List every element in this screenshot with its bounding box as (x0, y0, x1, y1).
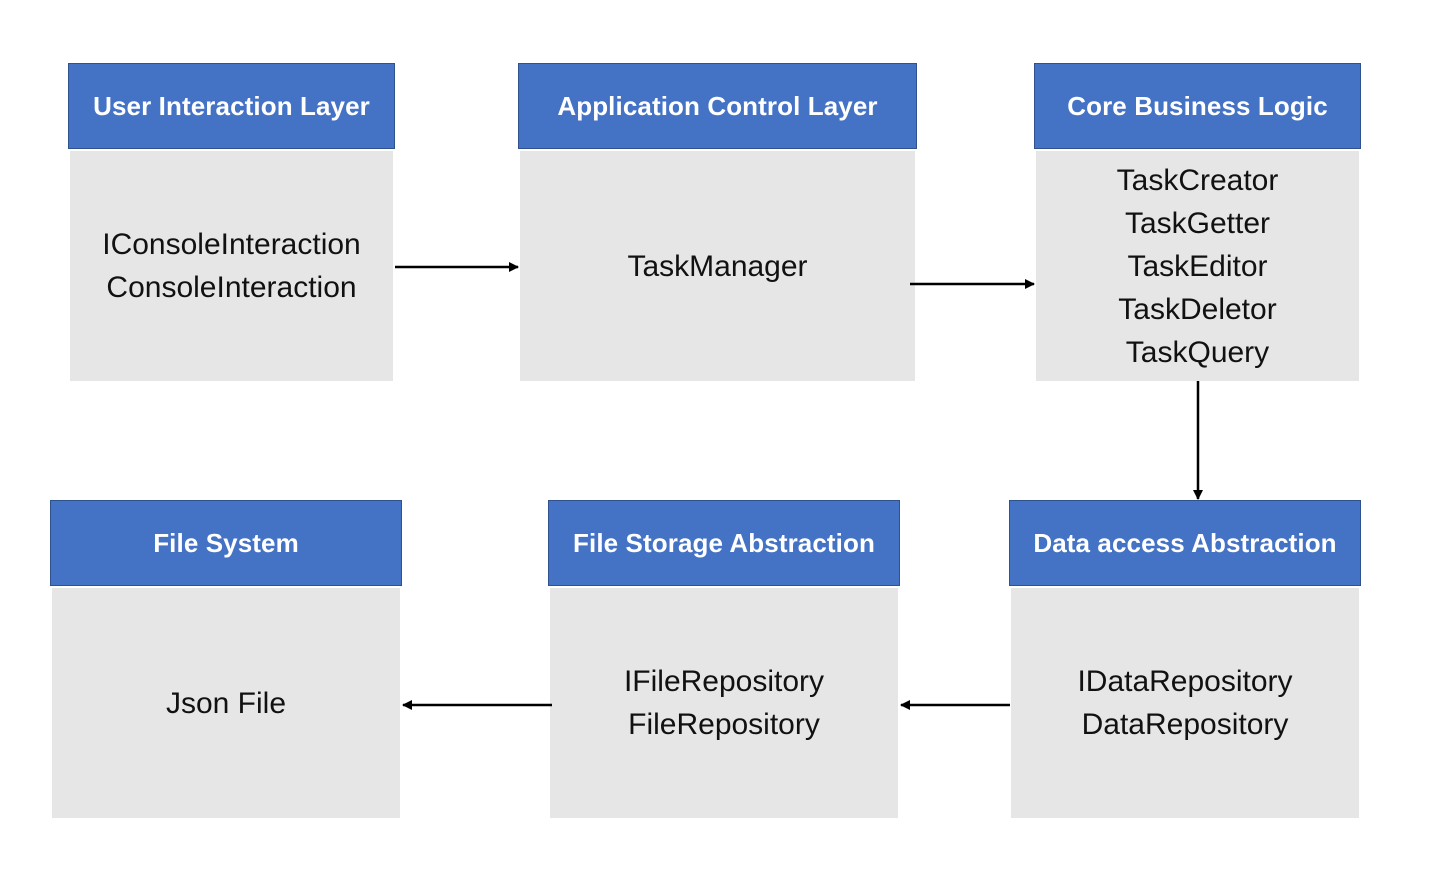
box-body: IFileRepository FileRepository (550, 588, 898, 818)
box-item: TaskDeletor (1118, 292, 1277, 326)
box-item: TaskEditor (1127, 249, 1268, 283)
box-body: IDataRepository DataRepository (1011, 588, 1359, 818)
box-core-business-logic: Core Business Logic TaskCreator TaskGett… (1034, 63, 1361, 381)
box-item: TaskManager (627, 249, 808, 283)
box-application-control-layer: Application Control Layer TaskManager (518, 63, 917, 381)
box-data-access-abstraction: Data access Abstraction IDataRepository … (1009, 500, 1361, 818)
box-header: User Interaction Layer (68, 63, 395, 149)
box-file-system: File System Json File (50, 500, 402, 818)
box-item: ConsoleInteraction (106, 271, 357, 304)
box-item: TaskGetter (1124, 206, 1271, 240)
box-body: TaskManager (520, 151, 915, 381)
box-item: IDataRepository (1077, 665, 1293, 698)
box-item: DataRepository (1081, 708, 1289, 741)
box-header: File Storage Abstraction (548, 500, 900, 586)
box-item: IFileRepository (623, 665, 825, 698)
box-file-storage-abstraction: File Storage Abstraction IFileRepository… (548, 500, 900, 818)
box-body: TaskCreator TaskGetter TaskEditor TaskDe… (1036, 151, 1359, 381)
box-body: Json File (52, 588, 400, 818)
box-item: TaskQuery (1125, 335, 1270, 369)
box-item: IConsoleInteraction (102, 228, 361, 261)
box-item: TaskCreator (1116, 163, 1279, 197)
box-item: Json File (165, 686, 287, 720)
box-user-interaction-layer: User Interaction Layer IConsoleInteracti… (68, 63, 395, 381)
box-header: File System (50, 500, 402, 586)
box-header: Core Business Logic (1034, 63, 1361, 149)
box-header: Application Control Layer (518, 63, 917, 149)
box-header: Data access Abstraction (1009, 500, 1361, 586)
box-item: FileRepository (628, 708, 820, 741)
box-body: IConsoleInteraction ConsoleInteraction (70, 151, 393, 381)
